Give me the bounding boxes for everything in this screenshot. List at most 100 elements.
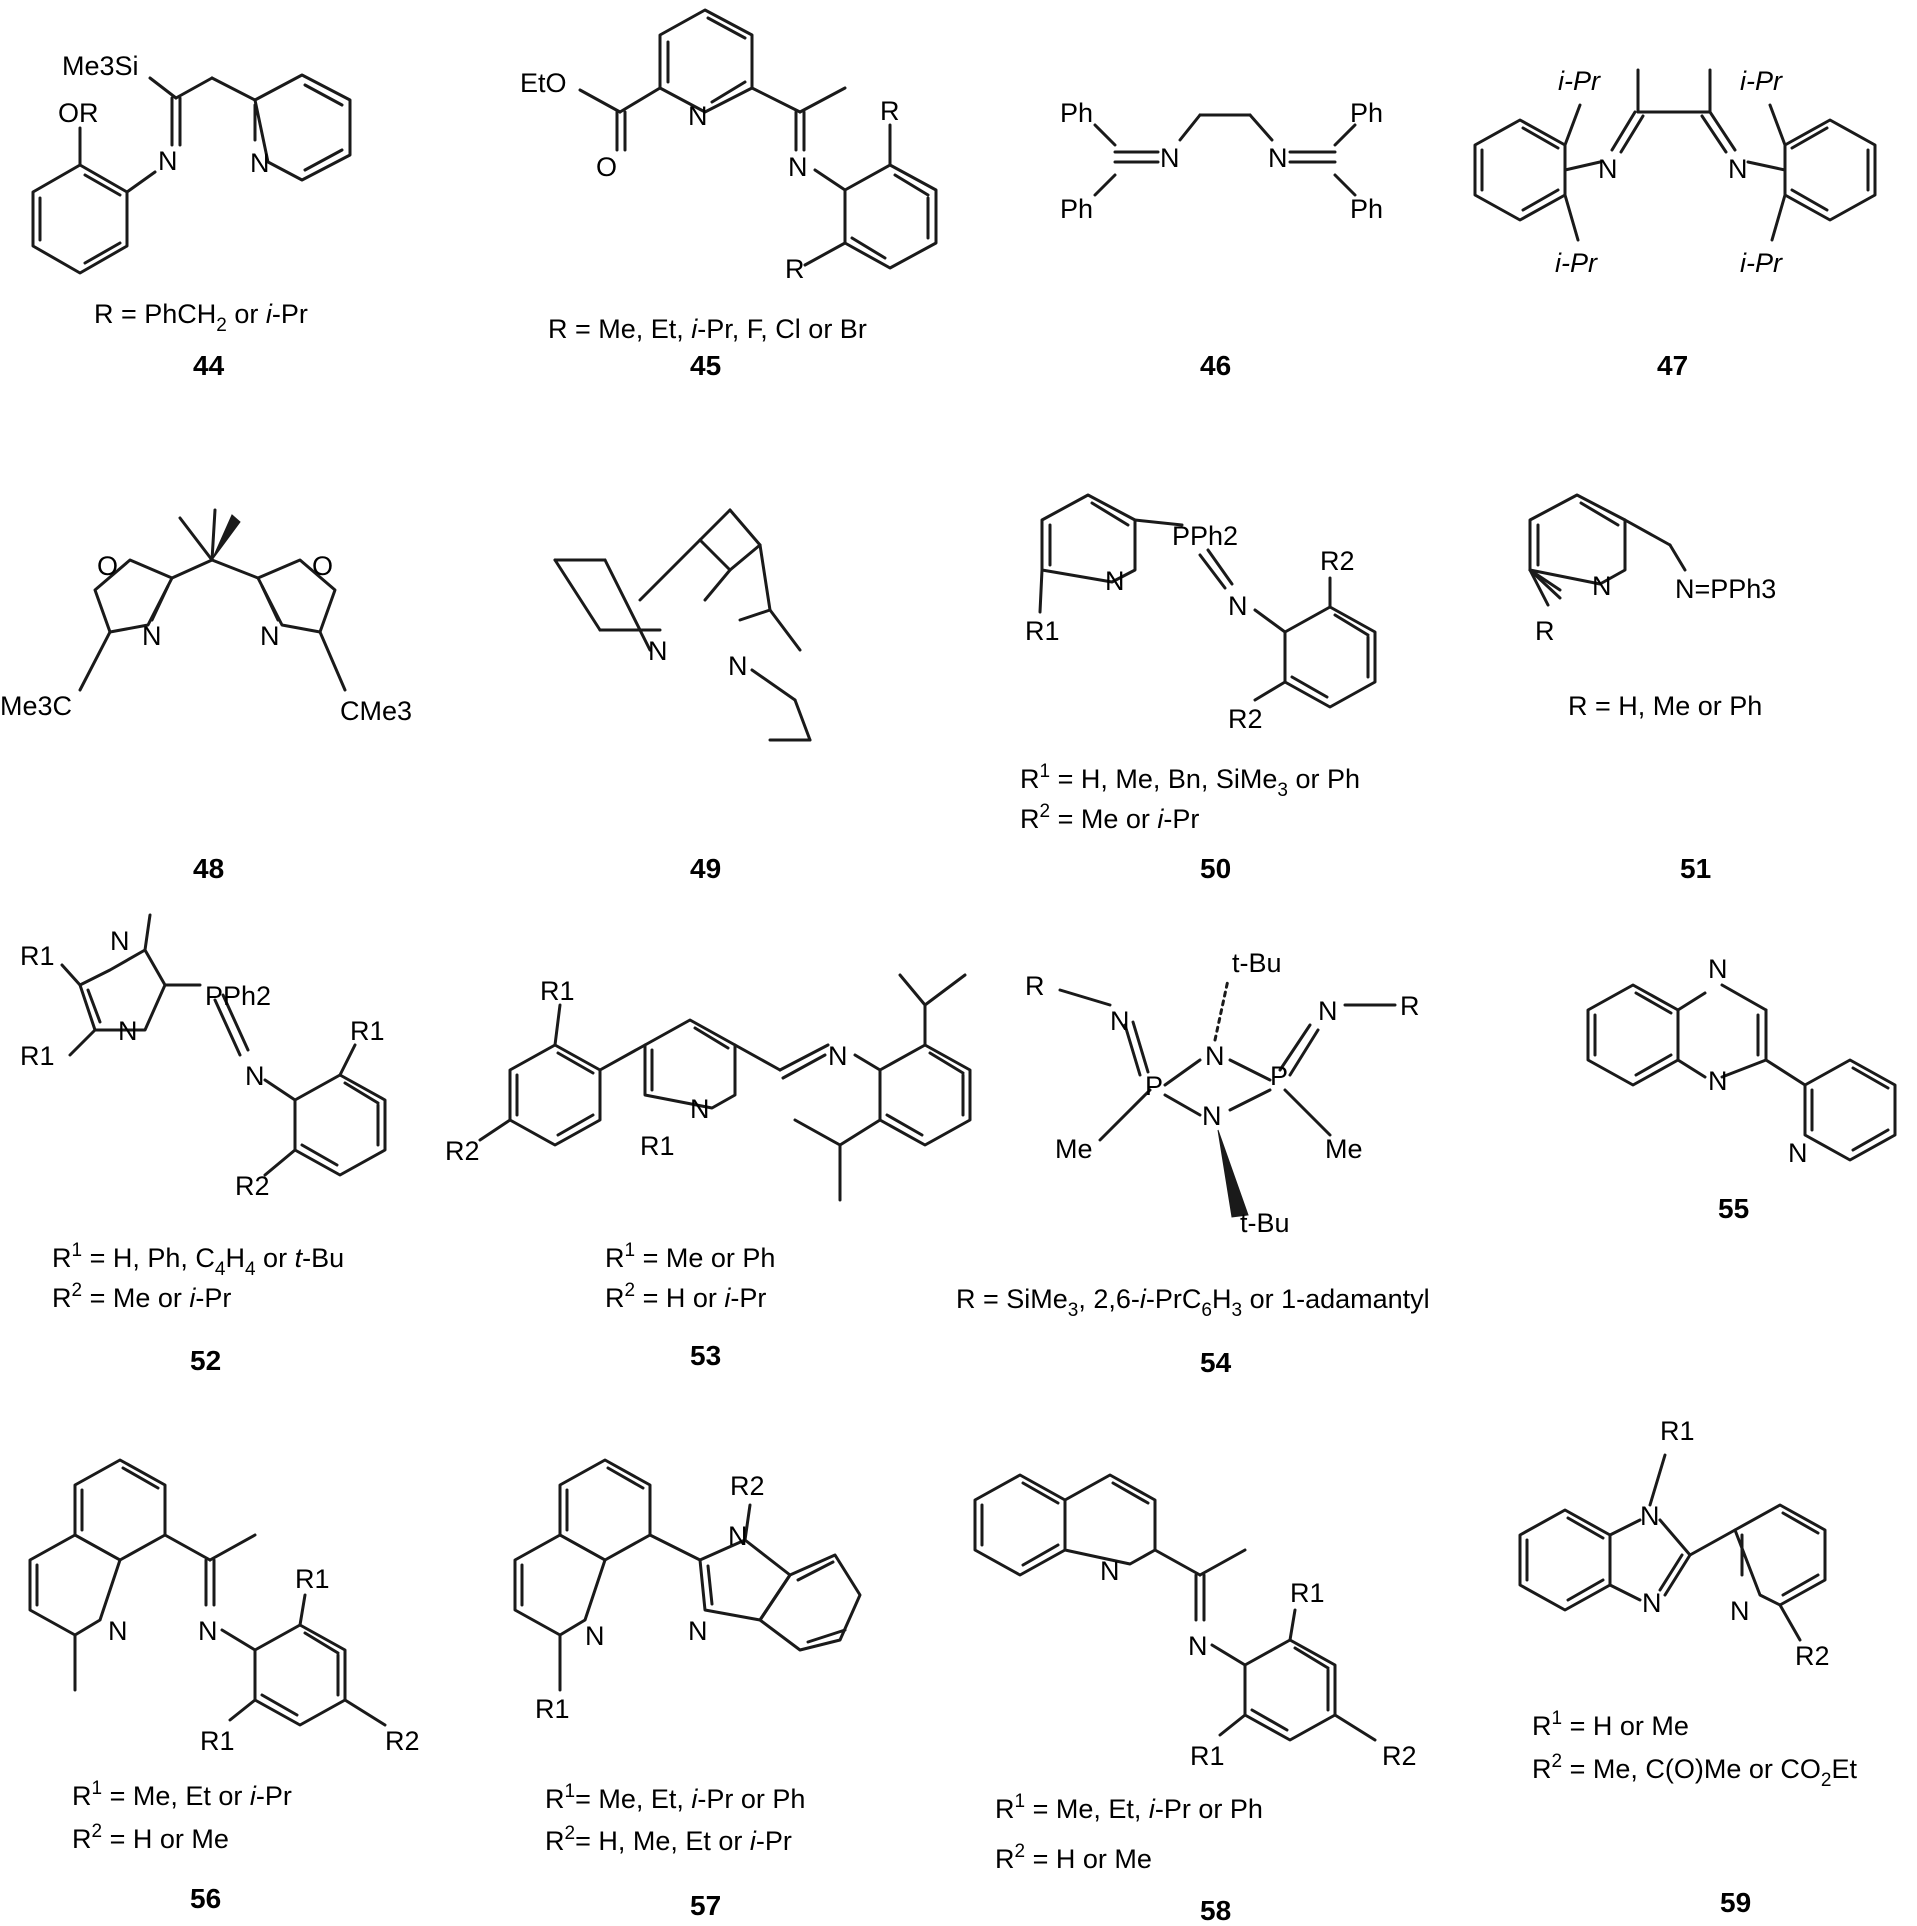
- atom-label: O: [97, 551, 118, 581]
- atom-label: R1: [20, 941, 55, 971]
- rdef-line: R1 = H, Me, Bn, SiMe3 or Ph: [1020, 761, 1360, 801]
- atom-label: N: [158, 146, 178, 176]
- atom-label: N: [648, 636, 668, 666]
- atom-label: N: [1788, 1138, 1808, 1168]
- compound-50: N PPh2 N R1 R2 R2 R1 = H, Me, Bn, SiMe3 …: [1020, 493, 1377, 884]
- atom-label: R2: [1382, 1741, 1417, 1771]
- compound-53: R1 R2 R1 N N R1 = Me or Ph R2 = H or i-P…: [445, 973, 972, 1371]
- compound-number: 58: [1200, 1895, 1231, 1926]
- compound-number: 44: [193, 350, 225, 381]
- compound-number: 59: [1720, 1887, 1751, 1918]
- atom-label: t-Bu: [1232, 948, 1282, 978]
- compound-number: 57: [690, 1890, 721, 1921]
- atom-label: N: [688, 1616, 708, 1646]
- rdef-line: R1 = Me, Et or i-Pr: [72, 1778, 292, 1811]
- atom-label: N: [1708, 954, 1728, 984]
- rdef-line: R = Me, Et, i-Pr, F, Cl or Br: [548, 314, 867, 344]
- atom-label: N: [142, 621, 162, 651]
- atom-label: N: [1728, 154, 1748, 184]
- atom-label: R1: [295, 1564, 330, 1594]
- rdef-line: R2 = H or Me: [72, 1821, 229, 1854]
- atom-label: N: [728, 651, 748, 681]
- atom-label: O: [596, 152, 617, 182]
- compound-46: Ph Ph N N Ph Ph 46: [1060, 98, 1383, 381]
- rdef-line: R1 = H or Me: [1532, 1708, 1689, 1741]
- atom-label: N: [1105, 566, 1125, 596]
- compound-number: 48: [193, 853, 224, 884]
- compound-number: 47: [1657, 350, 1688, 381]
- atom-label: N=PPh3: [1675, 574, 1776, 604]
- rdef-line: R2 = Me or i-Pr: [1020, 801, 1199, 834]
- atom-label: N: [110, 926, 130, 956]
- atom-label: N: [1592, 571, 1612, 601]
- atom-label: N: [260, 621, 280, 651]
- atom-label: PPh2: [1172, 521, 1238, 551]
- atom-label: N: [245, 1061, 265, 1091]
- rdef-line: R1= Me, Et, i-Pr or Ph: [545, 1781, 805, 1814]
- atom-label: N: [1268, 143, 1288, 173]
- compound-47: i-Pr i-Pr N N i-Pr i-Pr 47: [1473, 66, 1877, 381]
- compound-45: EtO O N N R R R = Me, Et, i-Pr, F, Cl or…: [520, 8, 938, 381]
- compound-number: 51: [1680, 853, 1711, 884]
- atom-label: N: [728, 1521, 748, 1551]
- atom-label: i-Pr: [1740, 66, 1783, 96]
- compound-59: N N N R1 R2 R1 = H or Me R2 = Me, C(O)Me…: [1518, 1416, 1857, 1918]
- atom-label: i-Pr: [1558, 66, 1601, 96]
- atom-label: P: [1145, 1071, 1163, 1101]
- compound-number: 46: [1200, 350, 1231, 381]
- atom-label: N: [1202, 1101, 1222, 1131]
- atom-label: N: [1228, 591, 1248, 621]
- atom-label: N: [690, 1094, 710, 1124]
- atom-label: N: [1205, 1041, 1225, 1071]
- rdef-line: R = PhCH2 or i-Pr: [94, 299, 308, 336]
- rdef-line: R2= H, Me, Et or i-Pr: [545, 1823, 792, 1856]
- atom-label: Ph: [1060, 194, 1093, 224]
- atom-label: N: [1642, 1588, 1662, 1618]
- compound-54: R N P N N P N R Me Me t-Bu t-Bu R = SiMe…: [956, 948, 1430, 1378]
- rdef-line: R1 = Me or Ph: [605, 1240, 775, 1273]
- atom-label: N: [1110, 1006, 1130, 1036]
- atom-label: N: [828, 1041, 848, 1071]
- compound-48: O O N N Me3C CMe3 48: [0, 508, 412, 884]
- atom-label: i-Pr: [1740, 248, 1783, 278]
- compound-number: 52: [190, 1345, 221, 1376]
- atom-label: OR: [58, 98, 99, 128]
- atom-label: N: [108, 1616, 128, 1646]
- atom-label: R1: [540, 976, 575, 1006]
- atom-label: R1: [1190, 1741, 1225, 1771]
- compound-55: N N N 55: [1586, 954, 1897, 1224]
- atom-label: R2: [235, 1171, 270, 1201]
- atom-label: R1: [1290, 1578, 1325, 1608]
- rdef-line: R2 = H or i-Pr: [605, 1280, 766, 1313]
- rdef-line: R1 = Me, Et, i-Pr or Ph: [995, 1791, 1263, 1824]
- atom-label: Me3Si: [62, 51, 139, 81]
- compound-44: Me3Si OR N N R = PhCH2 or i-Pr 44: [31, 51, 352, 381]
- atom-label: Me: [1055, 1134, 1093, 1164]
- atom-label: i-Pr: [1555, 248, 1598, 278]
- atom-label: N: [1188, 1631, 1208, 1661]
- compound-number: 45: [690, 350, 721, 381]
- compound-52: R1 R1 N N PPh2 N R1 R2 R1 = H, Ph, C4H4 …: [20, 913, 387, 1376]
- atom-label: N: [250, 148, 270, 178]
- atom-label: Me: [1325, 1134, 1363, 1164]
- atom-label: Ph: [1060, 98, 1093, 128]
- atom-label: Me3C: [0, 691, 72, 721]
- rdef-line: R2 = H or Me: [995, 1841, 1152, 1874]
- atom-label: N: [1318, 996, 1338, 1026]
- atom-label: R1: [640, 1131, 675, 1161]
- rdef-line: R2 = Me or i-Pr: [52, 1280, 231, 1313]
- atom-label: P: [1270, 1061, 1288, 1091]
- atom-label: CMe3: [340, 696, 412, 726]
- compound-56: N N R1 R1 R2 R1 = Me, Et or i-Pr R2 = H …: [28, 1458, 420, 1914]
- compound-number: 56: [190, 1883, 221, 1914]
- compound-number: 49: [690, 853, 721, 884]
- atom-label: O: [312, 551, 333, 581]
- atom-label: R: [1535, 616, 1555, 646]
- atom-label: N: [1160, 143, 1180, 173]
- atom-label: R: [1400, 991, 1420, 1021]
- atom-label: N: [198, 1616, 218, 1646]
- atom-label: R2: [730, 1471, 765, 1501]
- atom-label: R2: [1228, 704, 1263, 734]
- atom-label: N: [688, 101, 708, 131]
- atom-label: R1: [1660, 1416, 1695, 1446]
